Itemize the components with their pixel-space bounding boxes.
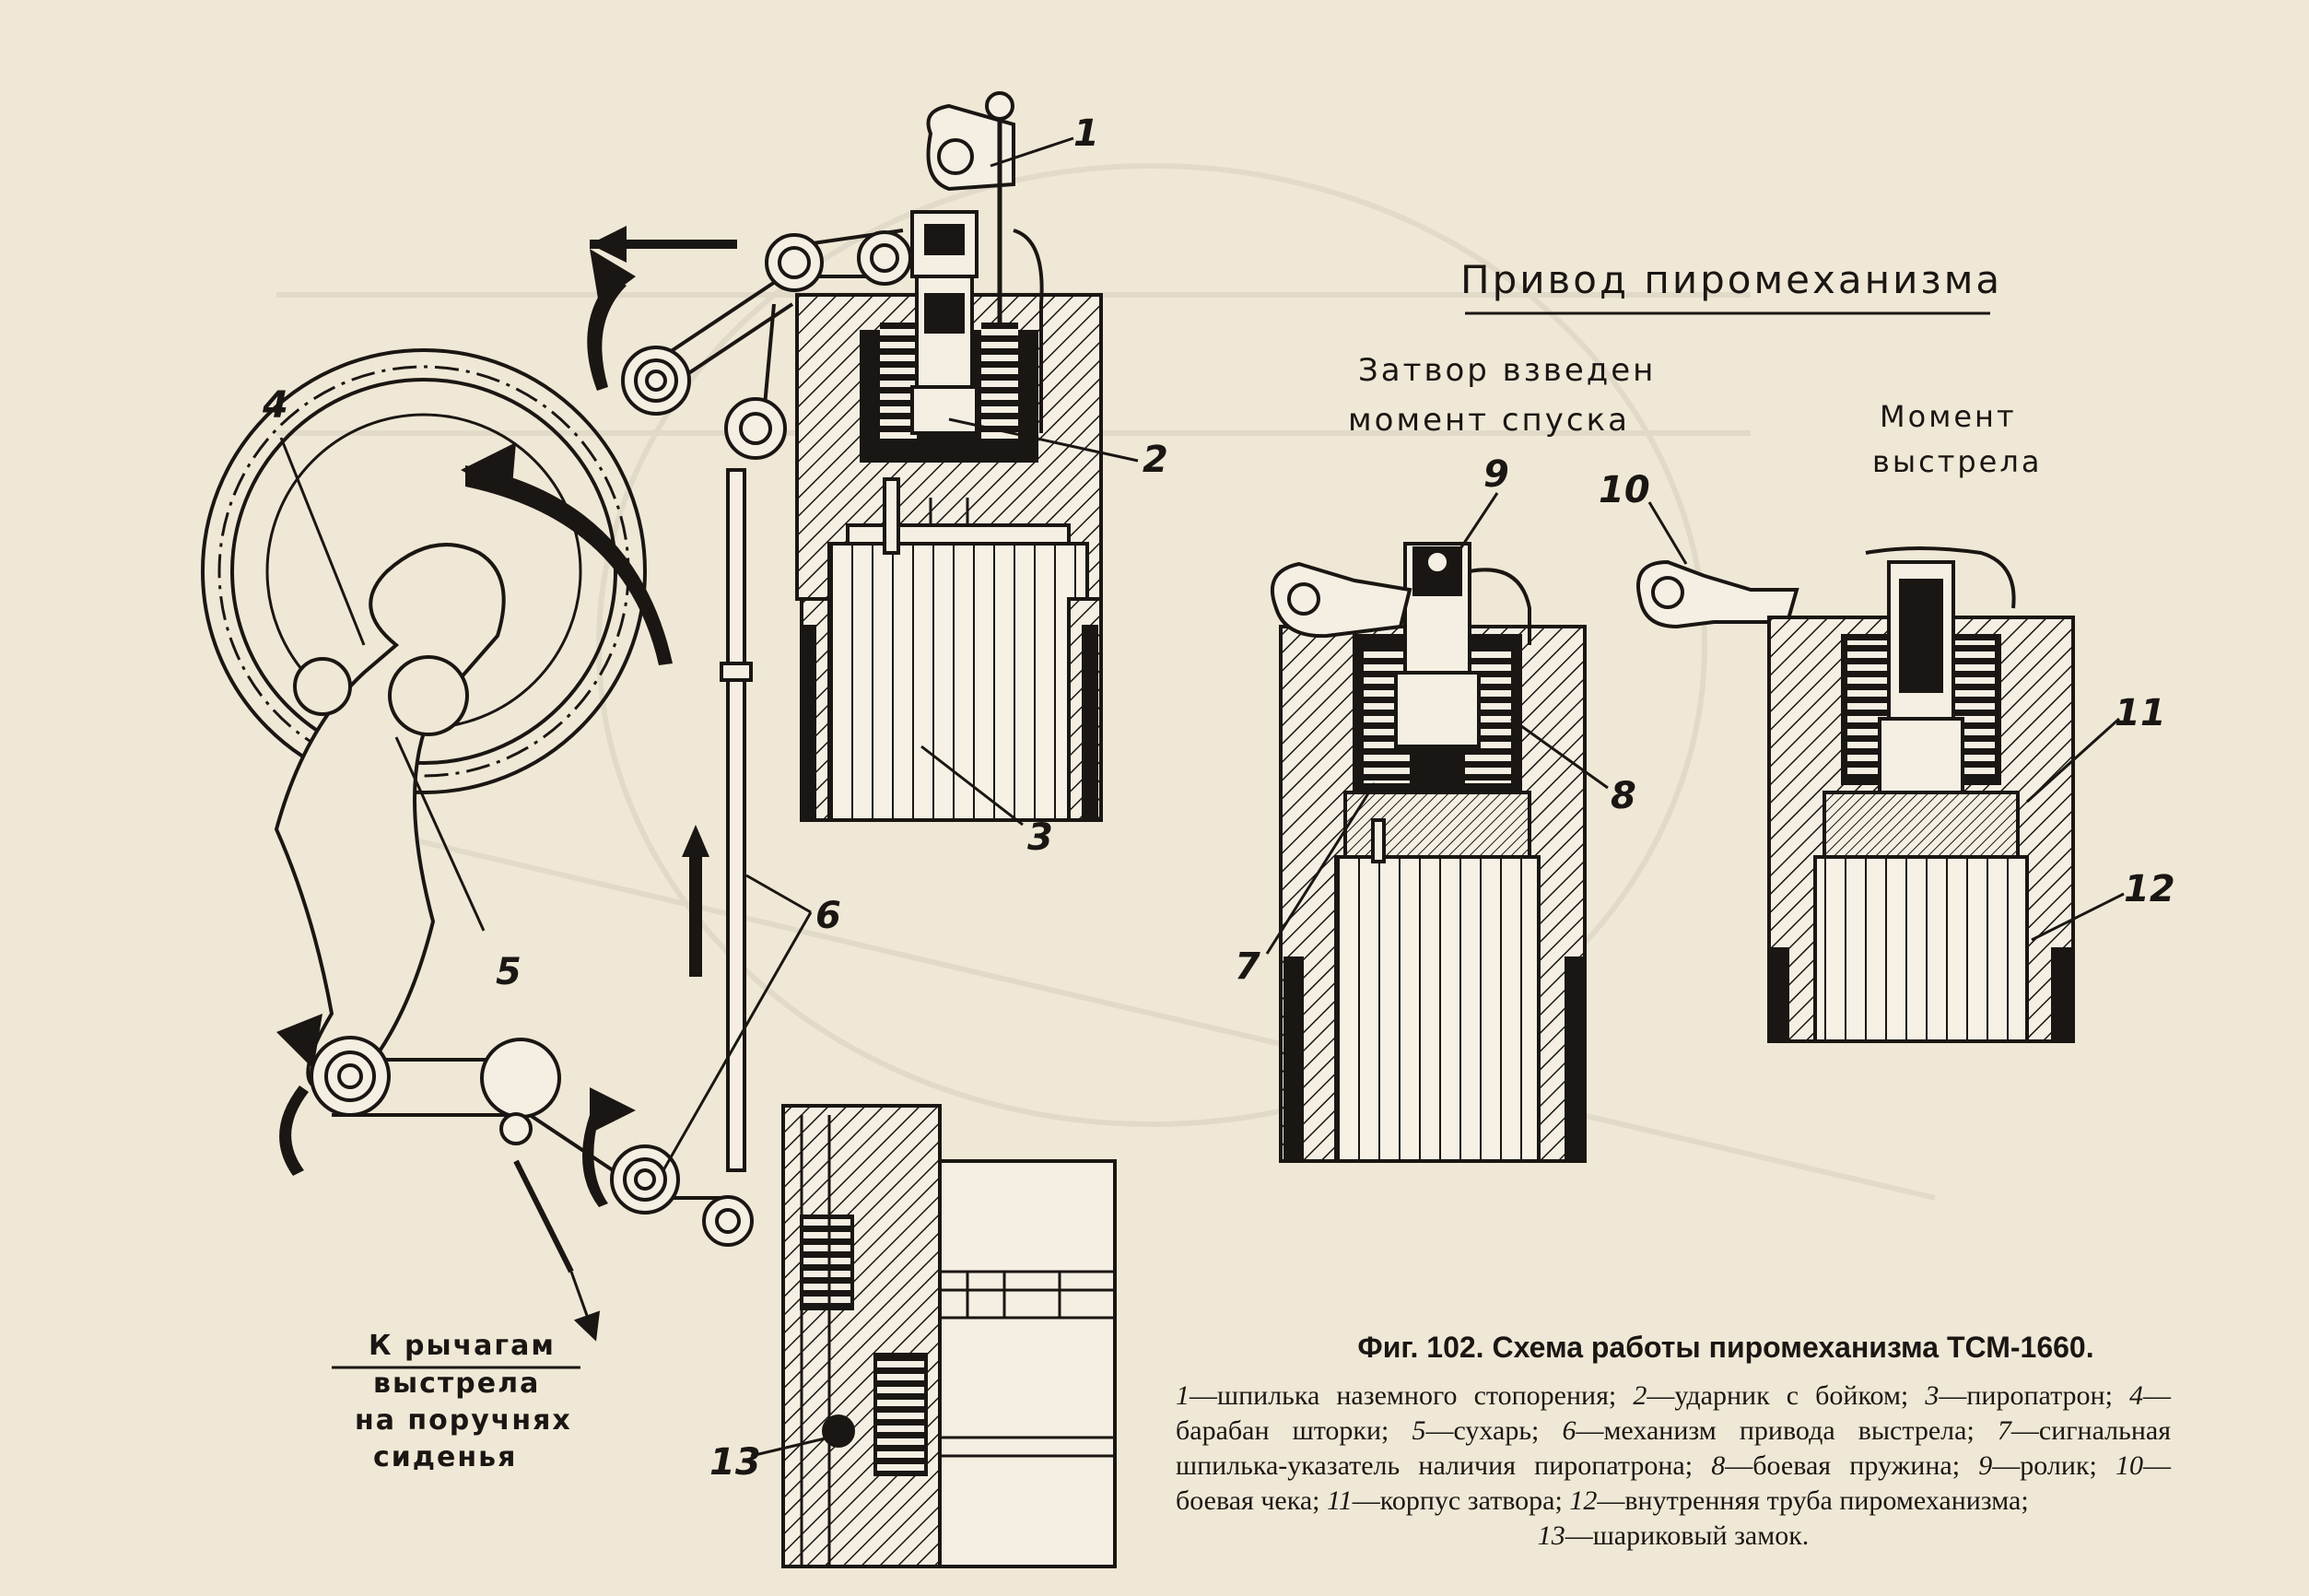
legend-num: 10 — [2116, 1450, 2143, 1481]
firing-linkage — [332, 229, 904, 1342]
callout-13: 13 — [709, 1441, 761, 1484]
legend-num: 13 — [1537, 1520, 1565, 1551]
legend-num: 8 — [1711, 1450, 1726, 1481]
legend-num: 2 — [1633, 1380, 1647, 1411]
callout-9: 9 — [1483, 453, 1509, 496]
roller-and-lever — [1271, 561, 1531, 645]
state-shot-label-1: Момент — [1880, 399, 2017, 434]
note-line-3: на поручнях — [355, 1404, 572, 1437]
callout-6: 6 — [815, 895, 841, 937]
legend-num: 3 — [1925, 1380, 1940, 1411]
legend-text: —шариковый замок. — [1565, 1520, 1810, 1551]
note-line-1: К рычагам — [369, 1330, 556, 1362]
legend-text: —механизм привода выстрела; — [1576, 1415, 1998, 1446]
legend-text: —боевая чека; — [1176, 1450, 2171, 1516]
state-release-label: момент спуска — [1348, 402, 1630, 439]
callout-3: 3 — [1027, 816, 1053, 859]
cocked-bolt-section — [1279, 542, 1587, 1163]
legend-num: 6 — [1562, 1415, 1576, 1446]
callout-leaders — [279, 136, 2125, 1458]
combat-pin — [1636, 559, 1799, 629]
state-shot-label-2: выстрела — [1872, 444, 2042, 479]
legend-num: 9 — [1978, 1450, 1993, 1481]
legend-text: —сухарь; — [1425, 1415, 1563, 1446]
callout-7: 7 — [1235, 945, 1260, 988]
lower-cylinder — [781, 1104, 1117, 1568]
ground-safety-pin — [926, 91, 1044, 433]
main-cylinder — [795, 210, 1103, 822]
legend-num: 7 — [1997, 1415, 2011, 1446]
legend-num: 11 — [1327, 1485, 1353, 1516]
callout-4: 4 — [262, 384, 288, 427]
legend-text: —ударник с бойком; — [1647, 1380, 1926, 1411]
note-line-4: сиденья — [373, 1441, 517, 1473]
figure-legend: 1—шпилька наземного стопорения; 2—ударни… — [1176, 1379, 2171, 1554]
legend-text: —сигнальная шпилька-указатель наличия пи… — [1176, 1415, 2172, 1481]
legend-num: 1 — [1176, 1380, 1190, 1411]
legend-text: —шпилька наземного стопорения; — [1190, 1380, 1634, 1411]
callout-8: 8 — [1611, 775, 1636, 817]
fired-bolt-section — [1767, 546, 2075, 1043]
shutter-drum — [201, 348, 647, 1093]
callout-2: 2 — [1143, 439, 1168, 481]
legend-num: 5 — [1412, 1415, 1426, 1446]
legend-num: 12 — [1569, 1485, 1598, 1516]
callout-5: 5 — [496, 951, 522, 993]
legend-text: —корпус затвора; — [1352, 1485, 1570, 1516]
legend-text: —барабан шторки; — [1176, 1380, 2172, 1446]
legend-text: —пиропатрон; — [1939, 1380, 2130, 1411]
callout-10: 10 — [1599, 469, 1650, 511]
figure-caption-title: Фиг. 102. Схема работы пиромеханизма ТСМ… — [1357, 1331, 2094, 1364]
legend-text: —ролик; — [1992, 1450, 2116, 1481]
callout-12: 12 — [2124, 868, 2175, 910]
callout-11: 11 — [2115, 692, 2166, 734]
state-cocked-label: Затвор взведен — [1358, 352, 1656, 389]
legend-num: 4 — [2129, 1380, 2144, 1411]
legend-text: —боевая пружина; — [1725, 1450, 1979, 1481]
legend-text: —внутренняя труба пиромеханизма; — [1597, 1485, 2029, 1516]
callout-1: 1 — [1073, 112, 1099, 155]
diagram-title: Привод пиромеханизма — [1460, 257, 2002, 302]
linkage-pins — [310, 230, 912, 1247]
rotation-arrows — [276, 226, 737, 1207]
note-line-2: выстрела — [373, 1367, 540, 1400]
